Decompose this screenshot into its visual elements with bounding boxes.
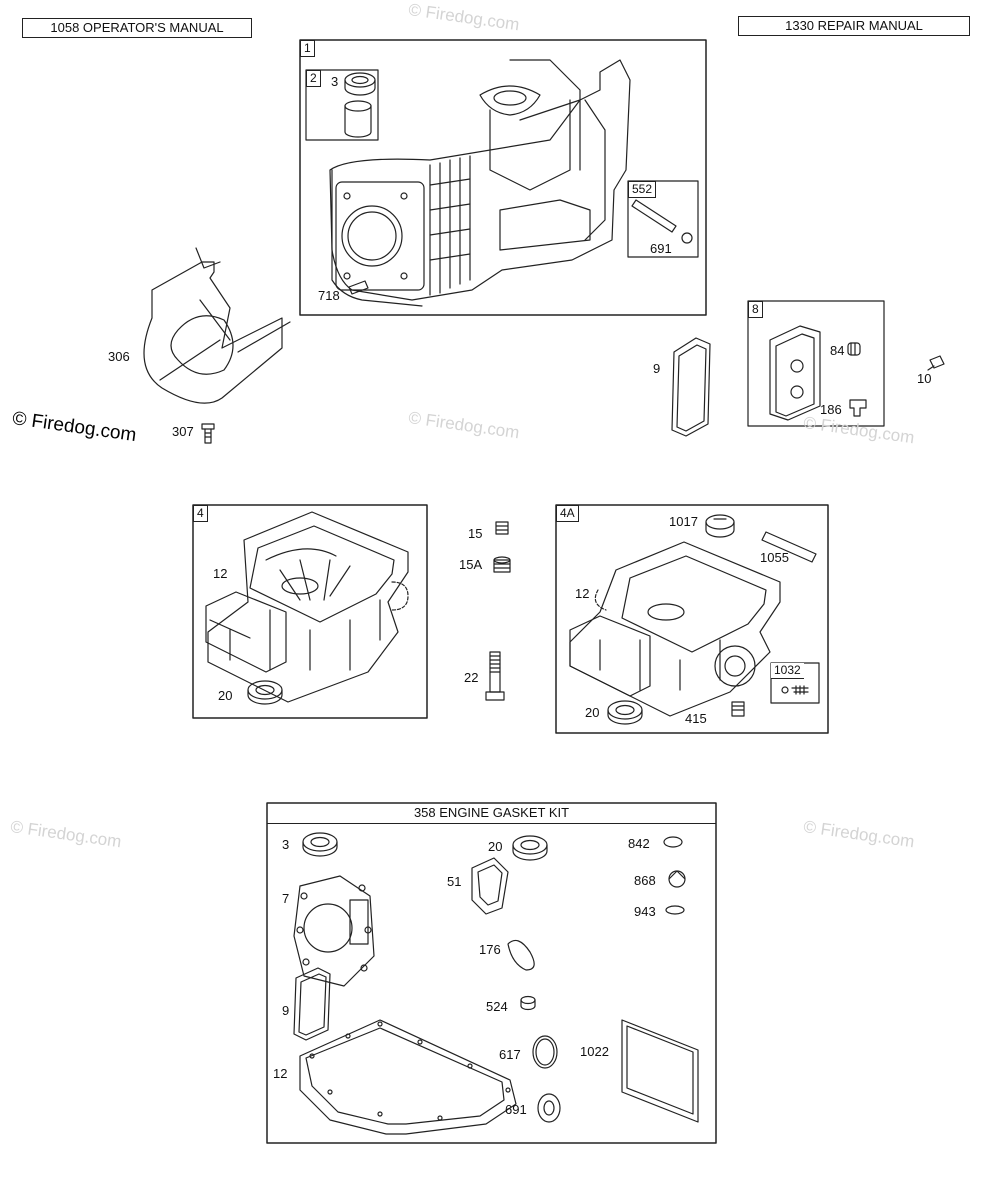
callout-12-left: 12 [213,566,228,581]
kit-seal-524-part [520,995,536,1011]
spring-kit-1032-part [781,685,809,695]
kit-label-176: 176 [479,942,501,957]
kit-o-ring-617-part [532,1035,558,1069]
kit-label-7: 7 [282,891,290,906]
callout-9: 9 [653,361,661,376]
dowel-pin-718-part [348,280,369,295]
kit-head-gasket-7-part [293,875,375,987]
dipstick-tube-1055-part [761,531,817,563]
oil-seal-20-left-part [247,680,283,705]
crankcase-cover-4-part [205,511,409,703]
breather-gasket-9-part [671,337,711,437]
callout-415: 415 [685,711,707,726]
kit-gasket-9-part [293,967,331,1041]
group-4-frame [192,504,428,719]
kit-seal-691-part [537,1093,561,1123]
callout-84: 84 [830,343,845,358]
kit-gasket-51-part [471,857,509,915]
plug-15-part [495,521,509,535]
bushing-part [344,100,372,138]
group-1-tag: 1 [300,40,315,57]
gasket-kit-title: 358 ENGINE GASKET KIT [267,803,716,824]
callout-691: 691 [650,241,672,256]
callout-3: 3 [331,74,339,89]
bolt-22-part [485,651,505,701]
elbow-fitting-186-part [849,399,867,417]
kit-label-524: 524 [486,999,508,1014]
callout-1055: 1055 [760,550,789,565]
callout-306: 306 [108,349,130,364]
breather-assembly-part [769,325,821,421]
callout-307: 307 [172,424,194,439]
kit-label-1022: 1022 [580,1044,609,1059]
kit-label-691: 691 [505,1102,527,1117]
group-2-tag: 2 [306,70,321,87]
kit-label-868: 868 [634,873,656,888]
kit-label-9: 9 [282,1003,290,1018]
callout-22: 22 [464,670,479,685]
callout-20-right: 20 [585,705,600,720]
kit-label-943: 943 [634,904,656,919]
plug-84-part [847,342,861,356]
kit-label-51: 51 [447,874,462,889]
oil-fill-cap-1017-part [705,514,735,538]
kit-label-12: 12 [273,1066,288,1081]
screw-10-part [927,355,945,371]
group-552-tag: 552 [628,181,657,198]
callout-1017: 1017 [669,514,698,529]
oil-seal-20-right-part [607,700,643,725]
kit-o-ring-842-part [663,836,683,848]
gasket-kit-frame [266,802,717,1144]
group-1032-tag: 1032 [771,663,804,679]
group-552-frame [627,180,699,258]
callout-10: 10 [917,371,932,386]
plug-415-part [731,701,745,717]
dowel-pin-691-part [631,199,693,244]
callout-718: 718 [318,288,340,303]
group-4a-tag: 4A [556,505,579,522]
plug-15a-part [493,556,511,573]
operators-manual-header: 1058 OPERATOR'S MANUAL [22,18,252,38]
group-2-frame [305,69,379,141]
group-4a-frame [555,504,829,734]
repair-manual-header: 1330 REPAIR MANUAL [738,16,970,36]
kit-oil-seal-3-part [302,832,338,857]
cylinder-block-part [329,59,631,307]
kit-label-20: 20 [488,839,503,854]
kit-label-842: 842 [628,836,650,851]
callout-20-left: 20 [218,688,233,703]
screw-307-part [201,423,215,444]
callout-15: 15 [468,526,483,541]
air-guide-306-part [143,247,291,404]
group-8-tag: 8 [748,301,763,318]
callout-15a: 15A [459,557,483,572]
group-1-frame [299,39,707,316]
kit-label-617: 617 [499,1047,521,1062]
callout-186: 186 [820,402,842,417]
kit-gasket-1022-part [621,1019,699,1123]
crankcase-cover-4a-part [569,541,781,717]
group-8-frame [747,300,885,427]
callout-12-right: 12 [575,586,590,601]
group-4-tag: 4 [193,505,208,522]
kit-seal-868-part [668,870,686,888]
kit-oil-seal-20-part [512,835,548,861]
kit-sump-gasket-12-part [299,1019,517,1135]
kit-label-3: 3 [282,837,290,852]
oil-seal-3-part [344,72,376,96]
kit-o-ring-943-part [665,905,685,915]
kit-gasket-176-part [507,939,535,971]
